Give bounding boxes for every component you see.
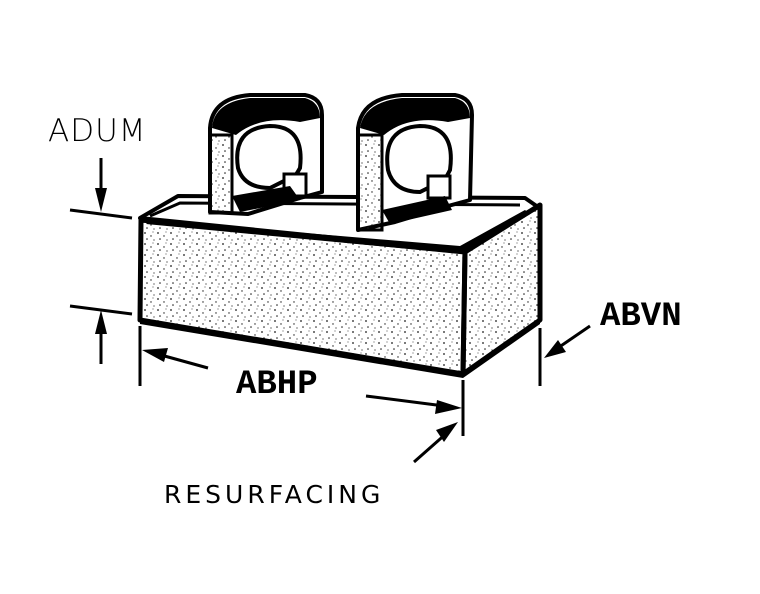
block bbox=[137, 194, 543, 378]
left-clip-base bbox=[232, 186, 300, 212]
left-clip bbox=[208, 93, 324, 216]
right-clip bbox=[356, 93, 474, 232]
right-clip-tab bbox=[426, 174, 452, 200]
adum-label: ADUM bbox=[48, 113, 147, 149]
caption: RESURFACING bbox=[164, 480, 385, 509]
right-clip-top-band bbox=[360, 98, 470, 135]
right-clip-base bbox=[382, 196, 452, 224]
right-clip-leg bbox=[356, 133, 384, 232]
adum-arrow-up-icon bbox=[95, 310, 107, 334]
abvn-dimension bbox=[413, 324, 591, 464]
left-clip-leg bbox=[208, 133, 234, 215]
adum-extension-top bbox=[69, 208, 133, 220]
abvn-arrow-upper-icon bbox=[544, 340, 566, 358]
adum-arrow-down-icon bbox=[95, 188, 107, 212]
abhp-label: ABHP bbox=[236, 366, 318, 404]
abhp-arrow-right-icon bbox=[435, 400, 462, 414]
abhp-dimension bbox=[138, 326, 465, 436]
abhp-arrow-left-icon bbox=[142, 348, 168, 362]
left-clip-top-band bbox=[212, 98, 320, 135]
abvn-arrow-lower-icon bbox=[436, 422, 458, 442]
adum-dimension bbox=[69, 158, 133, 364]
abvn-label: ABVN bbox=[600, 298, 682, 336]
